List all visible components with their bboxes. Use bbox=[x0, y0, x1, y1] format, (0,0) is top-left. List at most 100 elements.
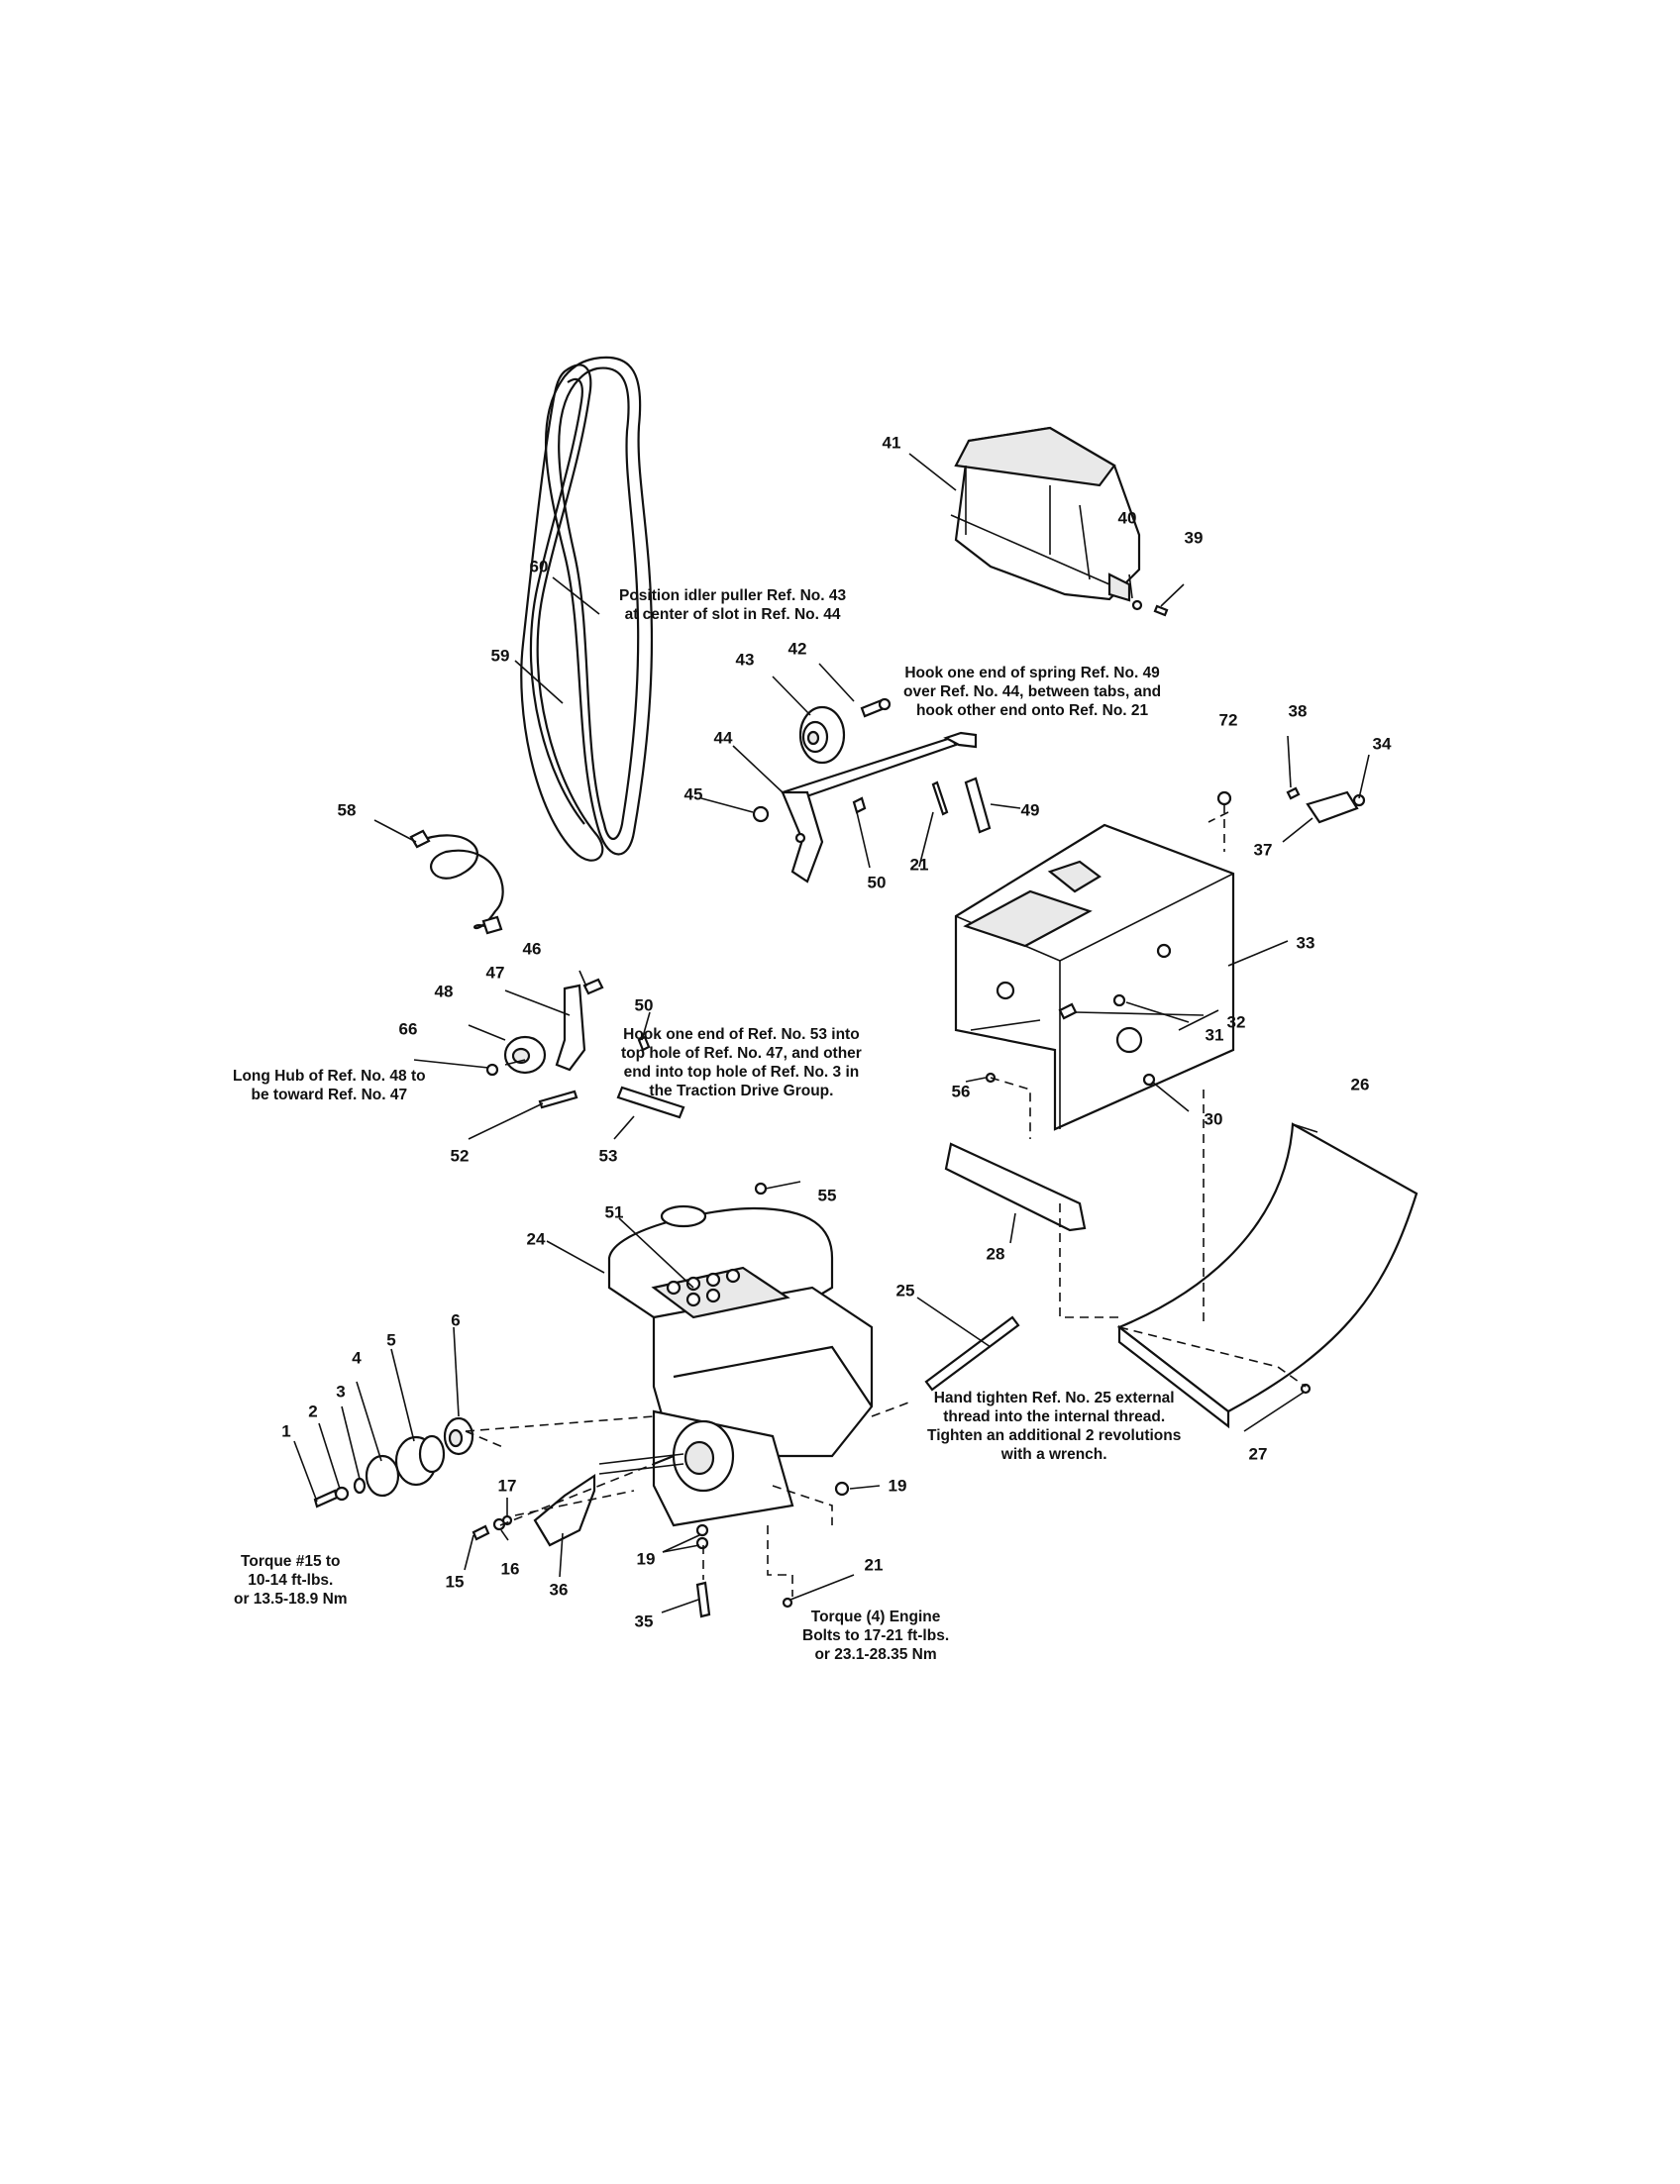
bolt-35-part bbox=[695, 1581, 711, 1618]
washer-40-part bbox=[1131, 599, 1143, 611]
callout-60: 60 bbox=[529, 557, 549, 576]
callout-28: 28 bbox=[986, 1244, 1005, 1264]
note-line: thread into the internal thread. bbox=[943, 1408, 1166, 1425]
callout-55: 55 bbox=[817, 1186, 837, 1205]
callout-6: 6 bbox=[451, 1310, 461, 1330]
note-line: Hook one end of Ref. No. 53 into bbox=[623, 1026, 860, 1043]
callout-24: 24 bbox=[526, 1229, 546, 1249]
screw-27-part bbox=[1300, 1383, 1312, 1395]
nut-72-part bbox=[1216, 790, 1232, 806]
callout-32: 32 bbox=[1226, 1012, 1246, 1032]
note-line: Long Hub of Ref. No. 48 to bbox=[233, 1068, 426, 1085]
note-line: Hook one end of spring Ref. No. 49 bbox=[904, 665, 1160, 681]
callout-53: 53 bbox=[598, 1146, 618, 1166]
note-hand-tighten: Hand tighten Ref. No. 25 external thread… bbox=[927, 1389, 1181, 1464]
note-torque-engine: Torque (4) Engine Bolts to 17-21 ft-lbs.… bbox=[802, 1608, 949, 1664]
callout-40: 40 bbox=[1117, 508, 1137, 528]
shield-26-part bbox=[1116, 1122, 1418, 1429]
callout-30: 30 bbox=[1204, 1109, 1223, 1129]
callout-49: 49 bbox=[1020, 800, 1040, 820]
note-line: top hole of Ref. No. 47, and other bbox=[621, 1045, 862, 1062]
callout-50-top: 50 bbox=[867, 873, 887, 892]
callout-26: 26 bbox=[1350, 1075, 1370, 1094]
note-line: or 13.5-18.9 Nm bbox=[234, 1591, 348, 1608]
callout-4: 4 bbox=[352, 1348, 362, 1368]
callout-33: 33 bbox=[1296, 933, 1315, 953]
callout-72: 72 bbox=[1218, 710, 1238, 730]
bolt-46-part bbox=[582, 978, 604, 995]
note-long-hub: Long Hub of Ref. No. 48 to be toward Ref… bbox=[233, 1067, 426, 1104]
callout-50-mid: 50 bbox=[634, 995, 654, 1015]
callout-47: 47 bbox=[485, 963, 505, 983]
pin-52-part bbox=[538, 1090, 578, 1109]
rod-25-part bbox=[924, 1315, 1020, 1392]
leader-lines bbox=[293, 453, 1370, 1613]
callout-59: 59 bbox=[490, 646, 510, 666]
callout-27: 27 bbox=[1248, 1444, 1268, 1464]
callout-19-right: 19 bbox=[888, 1476, 907, 1496]
callout-31: 31 bbox=[1205, 1025, 1224, 1045]
screw-30-part bbox=[1142, 1073, 1156, 1087]
bracket-28-part bbox=[944, 1142, 1087, 1232]
note-line: over Ref. No. 44, between tabs, and bbox=[903, 683, 1162, 700]
callout-41: 41 bbox=[882, 433, 901, 453]
pulley-stack-part bbox=[313, 1416, 474, 1508]
belt-cover-part bbox=[950, 426, 1141, 602]
nut-19b-part bbox=[695, 1523, 709, 1537]
note-line: Hand tighten Ref. No. 25 external bbox=[933, 1390, 1175, 1406]
callout-21-top: 21 bbox=[909, 855, 929, 875]
callout-2: 2 bbox=[308, 1402, 318, 1421]
engine-24-part bbox=[598, 1204, 874, 1527]
callout-21-bottom: 21 bbox=[864, 1555, 884, 1575]
extension-cord-part bbox=[409, 829, 504, 935]
bolt-21b-part bbox=[782, 1597, 793, 1609]
frame-housing-part bbox=[954, 823, 1235, 1131]
bolt-15-part bbox=[472, 1524, 490, 1541]
callout-39: 39 bbox=[1184, 528, 1204, 548]
callout-17: 17 bbox=[497, 1476, 517, 1496]
callout-52: 52 bbox=[450, 1146, 470, 1166]
callout-66: 66 bbox=[398, 1019, 418, 1039]
note-line: Position idler puller Ref. No. 43 bbox=[619, 587, 847, 604]
callout-56: 56 bbox=[951, 1082, 971, 1101]
note-torque-15: Torque #15 to 10-14 ft-lbs. or 13.5-18.9… bbox=[234, 1552, 348, 1609]
callout-51: 51 bbox=[604, 1202, 624, 1222]
note-line: be toward Ref. No. 47 bbox=[251, 1087, 408, 1103]
note-line: the Traction Drive Group. bbox=[649, 1083, 834, 1099]
callout-36: 36 bbox=[549, 1580, 569, 1600]
assembly-lines bbox=[465, 804, 1307, 1597]
note-spring-53: Hook one end of Ref. No. 53 into top hol… bbox=[621, 1025, 862, 1100]
callout-37: 37 bbox=[1253, 840, 1273, 860]
callout-1: 1 bbox=[281, 1421, 291, 1441]
screw-38-part bbox=[1286, 786, 1301, 800]
callout-34: 34 bbox=[1372, 734, 1392, 754]
note-line: with a wrench. bbox=[1000, 1446, 1107, 1463]
callout-42: 42 bbox=[788, 639, 807, 659]
note-line: Bolts to 17-21 ft-lbs. bbox=[802, 1627, 950, 1644]
note-line: end into top hole of Ref. No. 3 in bbox=[623, 1064, 860, 1081]
callout-19-bottom: 19 bbox=[636, 1549, 656, 1569]
spring-49-part bbox=[964, 777, 992, 834]
callout-58: 58 bbox=[337, 800, 357, 820]
note-idler-puller: Position idler puller Ref. No. 43 at cen… bbox=[619, 586, 846, 624]
note-line: Torque #15 to bbox=[241, 1553, 341, 1570]
note-spring-49: Hook one end of spring Ref. No. 49 over … bbox=[903, 664, 1161, 720]
callout-45: 45 bbox=[683, 784, 703, 804]
note-line: hook other end onto Ref. No. 21 bbox=[915, 702, 1149, 719]
callout-15: 15 bbox=[445, 1572, 465, 1592]
callout-16: 16 bbox=[500, 1559, 520, 1579]
screw-39-part bbox=[1153, 604, 1169, 617]
spring-53-part bbox=[616, 1086, 685, 1119]
callout-48: 48 bbox=[434, 982, 454, 1001]
callout-44: 44 bbox=[713, 728, 733, 748]
callout-35: 35 bbox=[634, 1612, 654, 1631]
note-line: at center of slot in Ref. No. 44 bbox=[624, 606, 841, 623]
note-line: Tighten an additional 2 revolutions bbox=[927, 1427, 1182, 1444]
arm-47-part bbox=[555, 984, 586, 1072]
callout-43: 43 bbox=[735, 650, 755, 670]
bracket-37-part bbox=[1306, 790, 1359, 824]
callout-38: 38 bbox=[1288, 701, 1308, 721]
screw-31-part bbox=[1112, 993, 1126, 1007]
